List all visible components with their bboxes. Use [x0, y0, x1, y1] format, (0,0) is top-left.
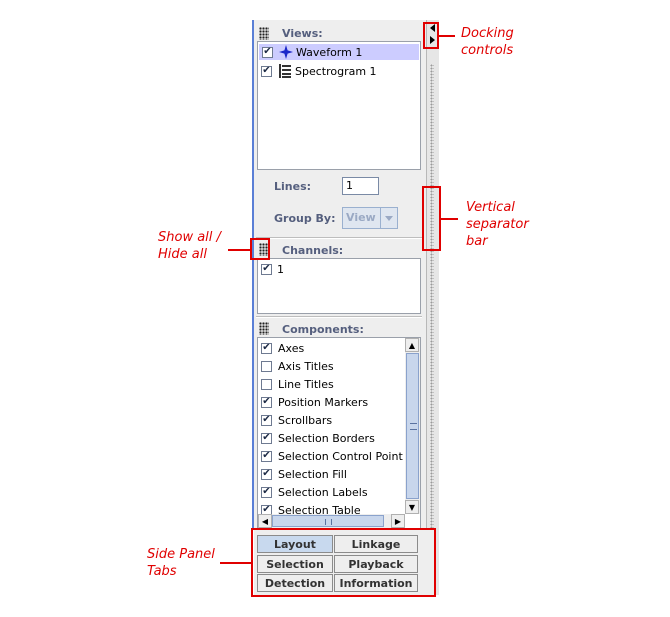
channels-header: Channels:: [282, 244, 344, 257]
components-item-label: Selection Table: [278, 503, 361, 515]
views-checkbox-1[interactable]: ✔: [261, 65, 272, 77]
scroll-up-button[interactable]: ▲: [405, 338, 419, 352]
section-divider: [256, 237, 422, 239]
list-item[interactable]: Line Titles: [261, 376, 334, 392]
components-item-label: Scrollbars: [278, 413, 333, 427]
separator-grip-dots: [430, 64, 434, 589]
show-hide-highlight: [250, 238, 270, 260]
components-header: Components:: [282, 323, 364, 336]
channels-checkbox-0[interactable]: ✔: [261, 263, 272, 275]
components-checkbox-6[interactable]: ✔: [261, 450, 272, 462]
components-list[interactable]: ✔ Axes Axis Titles Line Titles ✔ Position …: [257, 337, 421, 529]
list-item[interactable]: ✔ Axes: [261, 340, 304, 356]
scroll-left-button[interactable]: ◀: [258, 514, 272, 528]
tab-linkage[interactable]: Linkage: [334, 535, 418, 553]
components-checkbox-7[interactable]: ✔: [261, 468, 272, 480]
docking-leader-line: [439, 35, 455, 37]
spectrogram-lines-icon: [278, 64, 292, 78]
list-item[interactable]: ✔ Selection Table: [261, 502, 361, 514]
list-item[interactable]: ✔ Selection Fill: [261, 466, 347, 482]
components-item-label: Position Markers: [278, 395, 369, 409]
views-item-label: Waveform 1: [296, 45, 363, 59]
components-checkbox-0[interactable]: ✔: [261, 342, 272, 354]
section-divider: [256, 316, 422, 318]
list-item[interactable]: ✔ Selection Control Point: [261, 448, 403, 464]
list-item[interactable]: ✔ Waveform 1: [259, 44, 419, 60]
components-checkbox-5[interactable]: ✔: [261, 432, 272, 444]
components-item-label: Line Titles: [278, 377, 334, 391]
horizontal-scrollbar[interactable]: ◀ ▶: [258, 514, 405, 528]
components-item-label: Selection Fill: [278, 467, 347, 481]
tab-detection[interactable]: Detection: [257, 574, 333, 592]
thumb-grip-icon: [410, 423, 417, 430]
tab-selection[interactable]: Selection: [257, 555, 333, 573]
scroll-right-button[interactable]: ▶: [391, 514, 405, 528]
list-item[interactable]: ✔ Scrollbars: [261, 412, 332, 428]
vertical-scrollbar[interactable]: ▲ ▼: [405, 338, 420, 514]
components-checkbox-2[interactable]: [261, 378, 272, 390]
tabs-leader-line: [220, 562, 251, 564]
show-hide-leader-line: [228, 249, 250, 251]
group-by-value: View: [346, 211, 376, 224]
list-item[interactable]: Axis Titles: [261, 358, 334, 374]
separator-leader-line: [441, 218, 458, 220]
views-item-label: Spectrogram 1: [295, 64, 377, 78]
lines-input[interactable]: 1: [342, 177, 379, 195]
group-by-label: Group By:: [274, 212, 336, 225]
vertical-scroll-thumb[interactable]: [406, 353, 419, 499]
scroll-down-button[interactable]: ▼: [405, 500, 419, 514]
annotation-separator-bar: Vertical separator bar: [466, 200, 529, 249]
list-item[interactable]: ✔ Selection Labels: [261, 484, 368, 500]
waveform-star-icon: [279, 45, 293, 59]
channels-list[interactable]: ✔ 1: [257, 258, 421, 314]
dock-right-arrow-icon[interactable]: [430, 36, 435, 44]
components-checkbox-1[interactable]: [261, 360, 272, 372]
components-checkbox-3[interactable]: ✔: [261, 396, 272, 408]
components-item-label: Axes: [278, 341, 305, 355]
components-checkbox-4[interactable]: ✔: [261, 414, 272, 426]
views-grip-icon[interactable]: [259, 27, 269, 40]
list-item[interactable]: ✔ Selection Borders: [261, 430, 375, 446]
list-item[interactable]: ✔ 1: [261, 261, 284, 277]
components-item-label: Selection Borders: [278, 431, 375, 445]
thumb-grip-icon: [325, 519, 332, 525]
group-by-select[interactable]: View: [342, 207, 398, 229]
list-item[interactable]: ✔ Position Markers: [261, 394, 368, 410]
chevron-down-icon: [385, 216, 393, 221]
tab-playback[interactable]: Playback: [334, 555, 418, 573]
tab-information[interactable]: Information: [334, 574, 418, 592]
dock-left-arrow-icon[interactable]: [430, 24, 435, 32]
annotation-side-panel-tabs: Side Panel Tabs: [147, 547, 215, 579]
channels-item-label: 1: [277, 262, 284, 276]
lines-label: Lines:: [274, 180, 312, 193]
components-item-label: Selection Labels: [278, 485, 368, 499]
group-by-dropdown-button[interactable]: [380, 208, 398, 228]
components-item-label: Selection Control Point: [278, 449, 403, 463]
tab-layout[interactable]: Layout: [257, 535, 333, 553]
views-list[interactable]: ✔ Waveform 1 ✔ Spectrogram 1: [257, 41, 421, 170]
components-grip-icon[interactable]: [259, 322, 269, 335]
horizontal-scroll-thumb[interactable]: [272, 515, 384, 527]
components-checkbox-8[interactable]: ✔: [261, 486, 272, 498]
components-item-label: Axis Titles: [278, 359, 334, 373]
components-checkbox-9[interactable]: ✔: [261, 504, 272, 514]
channels-grip-icon[interactable]: [259, 243, 269, 256]
annotation-docking-controls: Docking controls: [461, 26, 514, 58]
vertical-separator-bar[interactable]: [426, 20, 439, 595]
side-panel-tabs-highlight: [251, 528, 436, 597]
views-header: Views:: [282, 27, 323, 40]
docking-controls-highlight: [423, 22, 439, 49]
views-checkbox-0[interactable]: ✔: [262, 46, 273, 58]
components-list-viewport: ✔ Axes Axis Titles Line Titles ✔ Position …: [258, 338, 405, 514]
annotation-show-hide: Show all / Hide all: [158, 230, 221, 262]
separator-bar-highlight: [422, 186, 441, 251]
list-item[interactable]: ✔ Spectrogram 1: [261, 63, 377, 79]
